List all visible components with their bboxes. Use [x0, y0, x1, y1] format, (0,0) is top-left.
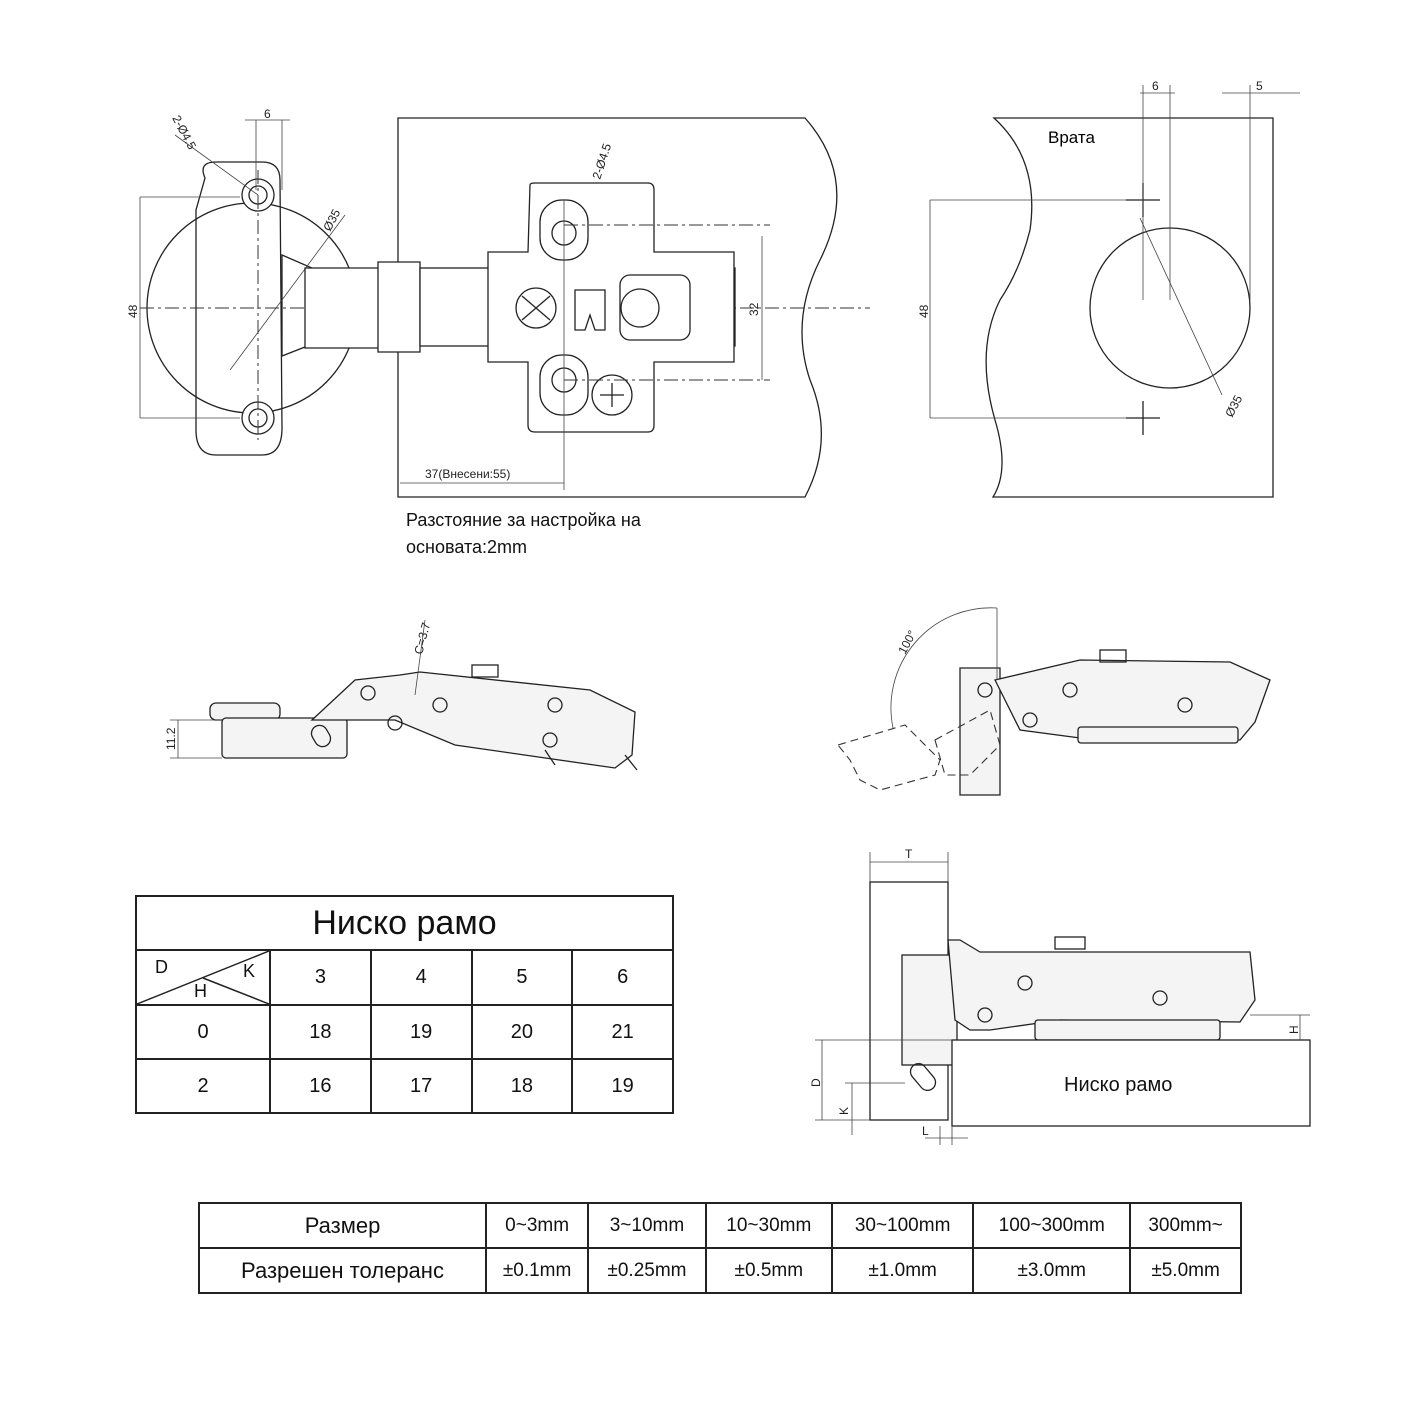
dim-c37: C=3.7 [411, 621, 433, 656]
tolerance-cell: ±3.0mm [972, 1247, 1132, 1294]
table-row: 0 18 19 20 21 [135, 1004, 674, 1060]
installation-view: T D K L H Ниско рамо [809, 847, 1311, 1145]
dim-hole-plate: 2-Ø4.5 [590, 141, 615, 181]
hinge-side-view: 11.2 C=3.7 [164, 619, 638, 771]
dim-48-left: 48 [126, 304, 140, 318]
dim-H: H [1287, 1025, 1301, 1034]
tolerance-label: Разрешен толеранс [198, 1247, 487, 1294]
tolerance-cell: ±0.25mm [587, 1247, 707, 1294]
size-label: Размер [198, 1202, 487, 1249]
mounting-plate-view: 32 2-Ø4.5 37(Внесени:55) [304, 117, 838, 498]
dim-d35-right: Ø35 [1222, 393, 1245, 420]
cell: 17 [369, 1058, 473, 1114]
dim-6-right: 6 [1152, 79, 1159, 93]
adjust-note-line1: Разстояние за настройка на [406, 510, 641, 530]
cell: 20 [470, 1004, 574, 1060]
col-header: 4 [369, 949, 473, 1006]
size-cell: 3~10mm [587, 1202, 707, 1249]
col-header: 6 [571, 949, 674, 1006]
tolerance-cell: ±0.5mm [704, 1247, 833, 1294]
adjust-note-line2: основата:2mm [406, 537, 527, 557]
tolerance-cell: ±1.0mm [830, 1247, 975, 1294]
row-header: 2 [135, 1058, 271, 1114]
dim-5-right: 5 [1256, 79, 1263, 93]
adjust-note: Разстояние за настройка на основата:2mm [406, 507, 641, 561]
size-cell: 100~300mm [972, 1202, 1132, 1249]
corner-H: H [194, 981, 207, 1001]
dim-d35-left: Ø35 [320, 207, 343, 234]
table-row: Размер 0~3mm 3~10mm 10~30mm 30~100mm 100… [198, 1202, 1242, 1249]
arm-table: Ниско рамо D K H 3 4 5 6 0 18 19 20 21 2… [135, 895, 674, 1114]
door-label: Врата [1048, 128, 1095, 147]
door-drilling-view: 6 5 48 Ø35 Врата [917, 79, 1300, 498]
cell: 19 [571, 1058, 674, 1114]
size-cell: 0~3mm [484, 1202, 590, 1249]
table-row: 2 16 17 18 19 [135, 1058, 674, 1114]
dim-T: T [905, 847, 913, 861]
corner-cell: D K H [135, 949, 271, 1006]
corner-D: D [155, 957, 168, 977]
panel-label: Ниско рамо [1064, 1074, 1172, 1096]
size-cell: 300mm~ [1129, 1202, 1242, 1249]
row-header: 0 [135, 1004, 271, 1060]
hinge-open-view: 100° [837, 607, 1271, 796]
dim-K: K [837, 1107, 851, 1115]
cell: 16 [269, 1058, 372, 1114]
cell: 21 [571, 1004, 674, 1060]
cell: 19 [369, 1004, 473, 1060]
dim-L: L [922, 1124, 929, 1138]
tolerance-table: Размер 0~3mm 3~10mm 10~30mm 30~100mm 100… [198, 1202, 1242, 1294]
size-cell: 30~100mm [830, 1202, 975, 1249]
dim-37: 37(Внесени:55) [425, 467, 510, 481]
dim-11-2: 11.2 [164, 727, 178, 750]
dim-48-right: 48 [917, 304, 931, 318]
col-header: 3 [269, 949, 372, 1006]
dim-6-left: 6 [264, 107, 271, 121]
dim-D: D [809, 1078, 823, 1087]
arm-table-title: Ниско рамо [135, 895, 674, 951]
table-row: Разрешен толеранс ±0.1mm ±0.25mm ±0.5mm … [198, 1247, 1242, 1294]
tolerance-cell: ±5.0mm [1129, 1247, 1242, 1294]
corner-diagonals [137, 951, 269, 1004]
dim-hole-left: 2-Ø4.5 [169, 113, 199, 152]
cell: 18 [470, 1058, 574, 1114]
cell: 18 [269, 1004, 372, 1060]
size-cell: 10~30mm [704, 1202, 833, 1249]
col-header: 5 [470, 949, 574, 1006]
tolerance-cell: ±0.1mm [484, 1247, 590, 1294]
corner-K: K [243, 961, 256, 981]
dim-32: 32 [747, 302, 761, 316]
